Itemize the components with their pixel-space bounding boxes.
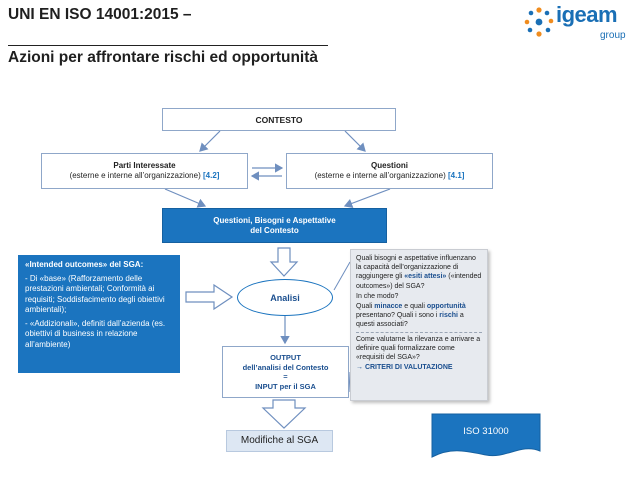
- note-3a: Quali: [356, 303, 375, 311]
- note-3d: opportunità: [426, 303, 466, 311]
- arrow-contesto-parti: [199, 130, 221, 152]
- note-1c: («intended outcomes») del SGA?: [356, 273, 482, 290]
- parti-sub-text: (esterne e interne all’organizzazione): [69, 171, 201, 180]
- parti-interessate-box: Parti Interessate (esterne e interne all…: [41, 153, 248, 189]
- questioni-box: Questioni (esterne e interne all’organiz…: [286, 153, 493, 189]
- block-arrow-down-modifiche: [261, 399, 307, 429]
- arrow-questioni-qbisogni: [343, 188, 391, 208]
- connector-notes-output: [348, 371, 351, 393]
- parti-subtitle: (esterne e interne all’organizzazione) […: [70, 171, 220, 181]
- note-question-4: Come valutarne la rilevanza e arrivare a…: [356, 331, 482, 363]
- intended-base: - Di «base» (Rafforzamento delle prestaz…: [25, 273, 165, 315]
- logo-wordmark: igeam: [556, 2, 618, 27]
- note-3b: minacce: [374, 303, 403, 311]
- arrow-contesto-questioni: [344, 130, 366, 152]
- contesto-box: CONTESTO: [162, 108, 396, 131]
- block-arrow-down-analisi: [269, 247, 299, 277]
- output-box: OUTPUT dell’analisi del Contesto = INPUT…: [222, 346, 349, 398]
- iso-31000-label: ISO 31000: [463, 426, 509, 437]
- questions-note-box: Quali bisogni e aspettative influenzano …: [350, 249, 488, 401]
- note-3e: presentano? Quali i sono i: [356, 312, 440, 320]
- modifiche-sga-box: Modifiche al SGA: [226, 430, 333, 452]
- note-1b: «esiti attesi»: [404, 273, 447, 281]
- output-line4: INPUT per il SGA: [255, 381, 316, 391]
- page-title-line2: Azioni per affrontare rischi ed opportun…: [8, 49, 319, 66]
- analisi-ellipse: Analisi: [237, 279, 333, 316]
- note-1a: Quali bisogni e aspettative influenzano …: [356, 255, 476, 281]
- output-line1: OUTPUT: [270, 353, 301, 362]
- iso-31000-document-icon: [431, 413, 541, 458]
- igeam-logo-icon: [524, 7, 554, 37]
- questioni-subtitle: (esterne e interne all’organizzazione) […: [315, 171, 465, 181]
- note-question-2: In che modo?: [356, 292, 399, 300]
- page-title-line1: UNI EN ISO 14001:2015 –: [8, 6, 192, 23]
- title-underline: [8, 45, 328, 46]
- qbisogni-line2: del Contesto: [250, 225, 299, 235]
- note-criteri: → CRITERI DI VALUTAZIONE: [356, 364, 453, 372]
- arrow-parti-qbisogni: [164, 188, 207, 208]
- output-line2: dell’analisi del Contesto: [242, 362, 329, 372]
- intended-outcomes-box: «Intended outcomes» del SGA: - Di «base»…: [18, 255, 180, 373]
- intended-title: «Intended outcomes» del SGA:: [25, 260, 144, 269]
- questioni-sub-text: (esterne e interne all’organizzazione): [314, 171, 446, 180]
- note-3g: a questi associati?: [356, 312, 464, 329]
- intended-addizionali: - «Addizionali», definiti dall’azienda (…: [25, 318, 166, 349]
- block-arrow-right-analisi: [185, 283, 234, 311]
- note-question-3: Quali minacce e quali opportunità presen…: [356, 302, 482, 330]
- connector-notes-analisi: [333, 261, 351, 291]
- note-3f: rischi: [439, 312, 458, 320]
- qbisogni-line1: Questioni, Bisogni e Aspettative: [213, 215, 336, 225]
- questioni-bisogni-box: Questioni, Bisogni e Aspettative del Con…: [162, 208, 387, 243]
- note-question-1: Quali bisogni e aspettative influenzano …: [356, 254, 482, 291]
- questioni-ref: [4.1]: [447, 171, 465, 180]
- parti-ref: [4.2]: [202, 171, 220, 180]
- parti-title: Parti Interessate: [113, 161, 176, 170]
- note-3c: e quali: [402, 303, 427, 311]
- logo-subtext: group: [600, 30, 626, 41]
- output-line3: =: [283, 372, 288, 381]
- questioni-title: Questioni: [371, 161, 408, 170]
